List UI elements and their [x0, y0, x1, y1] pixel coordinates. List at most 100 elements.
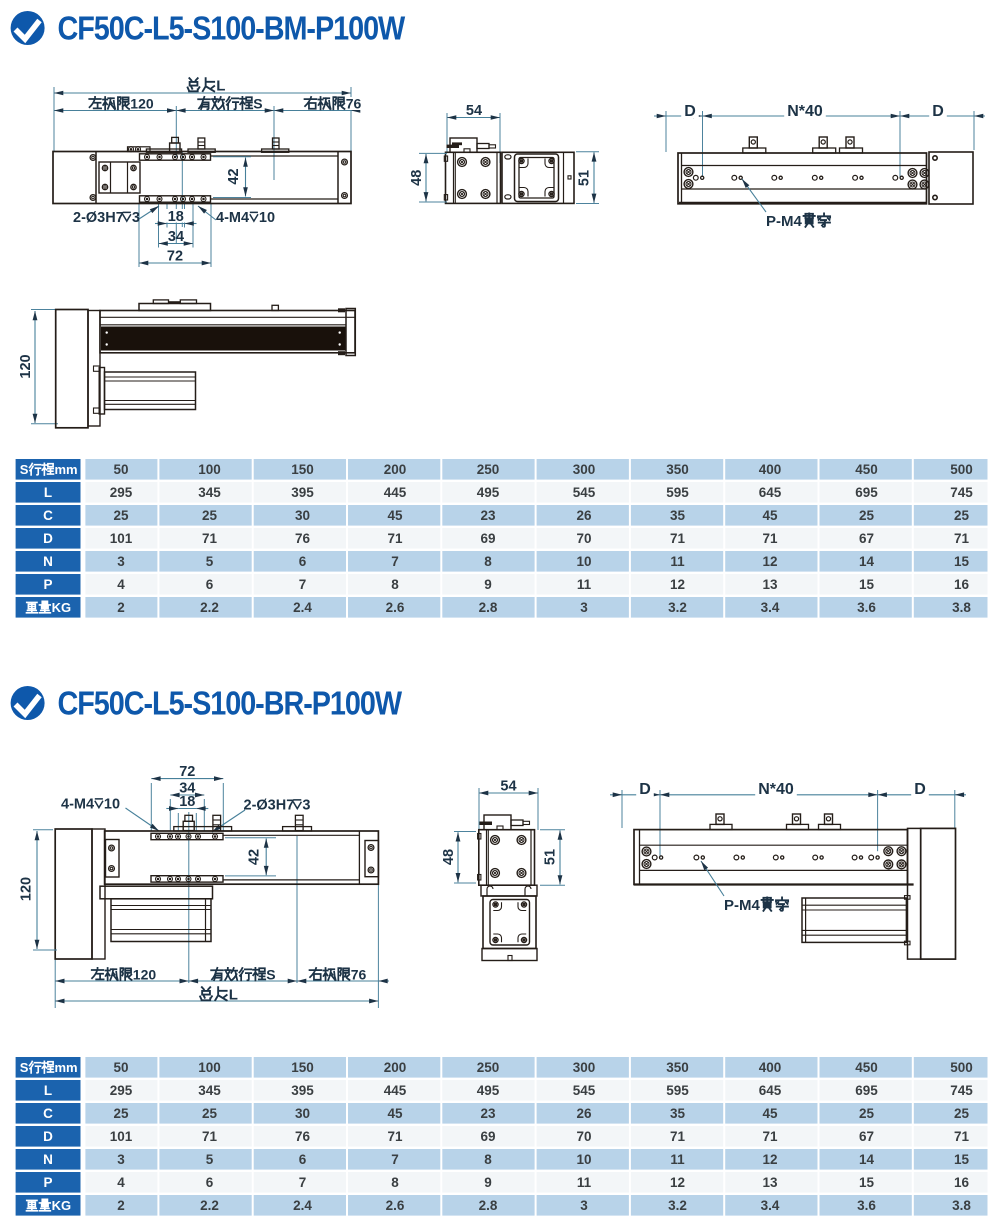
svg-text:6: 6	[299, 554, 307, 569]
svg-text:25: 25	[202, 1106, 218, 1121]
svg-text:120: 120	[18, 354, 34, 378]
svg-text:42: 42	[247, 849, 263, 865]
svg-text:150: 150	[291, 1060, 314, 1075]
svg-text:mm: mm	[55, 1060, 78, 1075]
svg-text:250: 250	[477, 1060, 500, 1075]
svg-text:7: 7	[299, 1175, 307, 1190]
svg-text:71: 71	[202, 1129, 218, 1144]
svg-text:2.8: 2.8	[479, 600, 498, 615]
svg-text:45: 45	[762, 508, 778, 523]
svg-text:14: 14	[859, 1152, 875, 1167]
svg-text:3.8: 3.8	[952, 600, 971, 615]
svg-text:5: 5	[206, 554, 214, 569]
svg-text:3: 3	[302, 798, 310, 814]
svg-text:2.2: 2.2	[200, 600, 219, 615]
svg-text:CF50C-L5-S100-BM-P100W: CF50C-L5-S100-BM-P100W	[58, 10, 406, 47]
svg-text:C: C	[43, 508, 53, 523]
svg-text:2-Ø3H7: 2-Ø3H7	[73, 210, 124, 226]
svg-text:71: 71	[670, 531, 686, 546]
svg-text:345: 345	[198, 1083, 221, 1098]
svg-text:400: 400	[759, 462, 782, 477]
svg-text:3.6: 3.6	[857, 1198, 876, 1213]
svg-text:7: 7	[299, 577, 307, 592]
svg-text:71: 71	[762, 1129, 778, 1144]
svg-text:67: 67	[859, 1129, 874, 1144]
svg-text:2.8: 2.8	[479, 1198, 498, 1213]
svg-text:25: 25	[113, 508, 129, 523]
svg-text:18: 18	[168, 209, 184, 225]
svg-text:D: D	[639, 781, 651, 798]
svg-text:200: 200	[384, 1060, 407, 1075]
svg-text:350: 350	[666, 462, 689, 477]
svg-text:25: 25	[202, 508, 218, 523]
svg-text:S: S	[253, 96, 262, 112]
svg-text:3.2: 3.2	[668, 1198, 687, 1213]
svg-text:3.4: 3.4	[761, 600, 780, 615]
svg-text:8: 8	[484, 1152, 492, 1167]
svg-text:500: 500	[950, 462, 973, 477]
svg-text:345: 345	[198, 485, 221, 500]
svg-text:76: 76	[295, 531, 311, 546]
svg-text:120: 120	[133, 967, 157, 983]
svg-text:450: 450	[855, 462, 878, 477]
svg-text:76: 76	[295, 1129, 311, 1144]
svg-text:120: 120	[19, 877, 35, 901]
svg-text:3: 3	[580, 600, 588, 615]
svg-text:8: 8	[484, 554, 492, 569]
svg-text:69: 69	[480, 531, 495, 546]
svg-text:395: 395	[291, 485, 314, 500]
svg-text:N*40: N*40	[758, 781, 794, 798]
svg-text:150: 150	[291, 462, 314, 477]
svg-text:S: S	[20, 462, 29, 477]
svg-text:400: 400	[759, 1060, 782, 1075]
svg-text:25: 25	[859, 508, 875, 523]
svg-text:445: 445	[384, 485, 407, 500]
svg-text:76: 76	[351, 967, 367, 983]
svg-text:71: 71	[954, 531, 970, 546]
svg-text:N: N	[43, 554, 53, 569]
svg-text:50: 50	[113, 462, 128, 477]
svg-text:495: 495	[477, 1083, 500, 1098]
svg-text:8: 8	[391, 1175, 399, 1190]
svg-text:48: 48	[441, 849, 457, 865]
svg-text:495: 495	[477, 485, 500, 500]
svg-text:35: 35	[670, 1106, 686, 1121]
svg-text:3: 3	[117, 554, 125, 569]
svg-text:2.4: 2.4	[293, 1198, 312, 1213]
svg-text:745: 745	[950, 1083, 973, 1098]
svg-text:15: 15	[954, 1152, 970, 1167]
svg-text:2.2: 2.2	[200, 1198, 219, 1213]
svg-text:D: D	[43, 531, 53, 546]
svg-text:D: D	[932, 103, 944, 120]
svg-text:295: 295	[110, 485, 133, 500]
svg-text:2.6: 2.6	[386, 600, 405, 615]
svg-text:34: 34	[168, 229, 184, 245]
svg-text:25: 25	[954, 508, 970, 523]
svg-text:42: 42	[226, 168, 242, 184]
svg-text:395: 395	[291, 1083, 314, 1098]
svg-text:3.4: 3.4	[761, 1198, 780, 1213]
svg-text:15: 15	[859, 577, 875, 592]
svg-text:71: 71	[387, 531, 403, 546]
svg-text:4-M4: 4-M4	[61, 797, 94, 813]
svg-text:4: 4	[117, 577, 125, 592]
svg-text:34: 34	[179, 781, 195, 797]
svg-text:P: P	[43, 577, 52, 592]
svg-text:8: 8	[391, 577, 399, 592]
svg-text:71: 71	[954, 1129, 970, 1144]
svg-text:295: 295	[110, 1083, 133, 1098]
svg-text:16: 16	[954, 577, 970, 592]
svg-text:445: 445	[384, 1083, 407, 1098]
svg-text:200: 200	[384, 462, 407, 477]
svg-text:KG: KG	[52, 1198, 72, 1213]
svg-text:54: 54	[466, 103, 482, 119]
svg-text:54: 54	[500, 779, 516, 795]
svg-text:545: 545	[573, 485, 596, 500]
svg-text:3: 3	[117, 1152, 125, 1167]
svg-text:30: 30	[295, 1106, 310, 1121]
svg-text:23: 23	[480, 508, 496, 523]
svg-text:250: 250	[477, 462, 500, 477]
svg-text:71: 71	[387, 1129, 403, 1144]
svg-text:71: 71	[202, 531, 218, 546]
svg-text:100: 100	[198, 462, 221, 477]
